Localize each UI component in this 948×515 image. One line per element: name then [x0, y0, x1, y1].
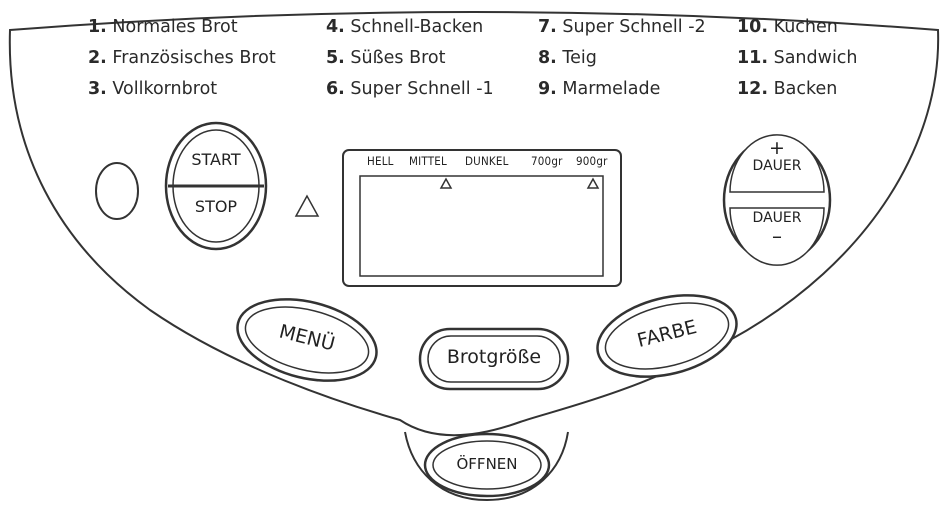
- open-button-inner: [432, 440, 542, 490]
- start-button[interactable]: START: [168, 124, 264, 186]
- triangle-indicator-icon: [294, 194, 320, 217]
- open-button-label: ÖFFNEN: [456, 455, 518, 473]
- color-button-label: FARBE: [635, 316, 699, 352]
- program-item: 8. Teig: [538, 48, 597, 68]
- color-button[interactable]: FARBE: [600, 301, 734, 371]
- program-item: 2. Französisches Brot: [88, 48, 276, 68]
- menu-button-label: MENÜ: [276, 320, 338, 356]
- dauer-minus-half: [729, 207, 825, 266]
- stop-button[interactable]: STOP: [168, 186, 264, 248]
- lcd-marker-left-icon: [439, 177, 453, 189]
- program-item: 7. Super Schnell -2: [538, 17, 706, 37]
- color-button-inner: [604, 302, 730, 370]
- open-button[interactable]: ÖFFNEN: [425, 434, 549, 496]
- lcd-label-700gr: 700gr: [531, 154, 563, 168]
- lcd-label-mittel: MITTEL: [409, 154, 447, 168]
- program-item: 3. Vollkornbrot: [88, 79, 218, 99]
- plus-icon: +: [769, 137, 785, 159]
- dauer-minus-label: DAUER: [752, 210, 802, 226]
- panel-bottom-lobe: [404, 431, 569, 502]
- program-item: 11. Sandwich: [737, 48, 858, 68]
- minus-icon: –: [772, 224, 782, 248]
- menu-button[interactable]: MENÜ: [240, 305, 374, 375]
- program-item: 1. Normales Brot: [88, 17, 238, 37]
- lcd-label-dunkel: DUNKEL: [465, 154, 509, 168]
- start-button-label: START: [191, 150, 241, 169]
- stop-button-label: STOP: [194, 197, 238, 216]
- program-item: 12. Backen: [737, 79, 838, 99]
- size-button-inner: [427, 335, 561, 383]
- dauer-plus-button[interactable]: + DAUER: [730, 137, 824, 194]
- size-button[interactable]: Brotgröße: [420, 329, 568, 389]
- size-button-label: Brotgröße: [446, 346, 542, 368]
- dauer-minus-button[interactable]: DAUER –: [730, 208, 824, 262]
- lcd-display-screen: [359, 175, 604, 277]
- program-item: 5. Süßes Brot: [326, 48, 446, 68]
- menu-button-inner: [244, 306, 370, 374]
- program-item: 6. Super Schnell -1: [326, 79, 494, 99]
- dauer-plus-half: [729, 134, 825, 193]
- dauer-plus-label: DAUER: [752, 158, 802, 174]
- program-item: 10. Kuchen: [737, 17, 838, 37]
- program-item: 9. Marmelade: [538, 79, 661, 99]
- lcd-label-900gr: 900gr: [576, 154, 608, 168]
- program-item: 4. Schnell-Backen: [326, 17, 484, 37]
- power-led-icon: [95, 162, 139, 220]
- lcd-marker-right-icon: [586, 177, 600, 189]
- lcd-label-hell: HELL: [367, 154, 394, 168]
